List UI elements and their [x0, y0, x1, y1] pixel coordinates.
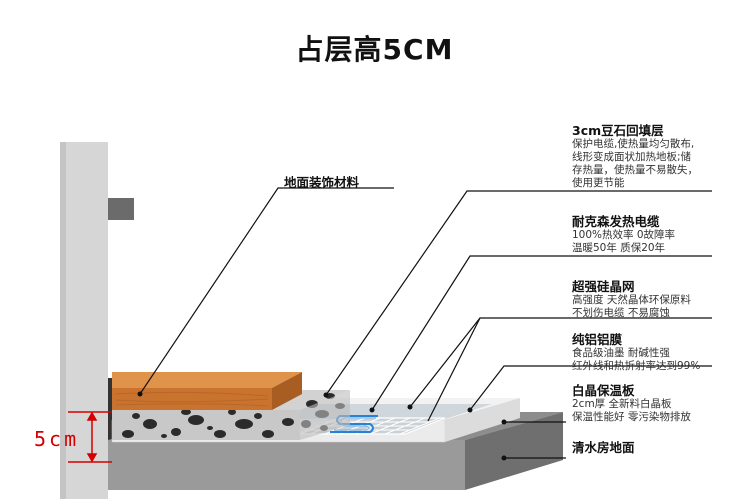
insulation-board-side: [445, 398, 520, 442]
floor-finish-label: 地面装饰材料: [284, 175, 360, 190]
layer-heading: 超强硅晶网: [572, 279, 635, 294]
layer-heading: 纯铝铝膜: [572, 332, 623, 347]
layer-desc-line: 高强度 天然晶体环保原料: [572, 294, 691, 306]
leader-lines: [139, 187, 712, 459]
layer-desc-line: 100%热效率 0故障率: [572, 229, 676, 241]
wood-floor-front: [112, 388, 272, 410]
pebble-side: [300, 390, 350, 440]
layer-desc-line: 食品级油墨 耐碱性强: [572, 347, 670, 359]
concrete-slab-side: [465, 412, 563, 490]
wood-grain: [115, 391, 269, 407]
layer-desc-line: 保温性能好 零污染物排放: [572, 411, 691, 423]
dimension-label: 5cm: [34, 427, 80, 451]
layer-heading: 耐克森发热电缆: [572, 214, 660, 229]
wood-floor-side: [272, 372, 302, 410]
dimension-marker: [68, 411, 112, 463]
layer-silicon-mesh: 超强硅晶网 高强度 天然晶体环保原料 不划伤电缆 不易腐蚀: [572, 279, 691, 320]
wall: [60, 142, 108, 499]
pebble-layer-front: [112, 410, 300, 440]
layer-concrete-floor: 清水房地面: [572, 440, 635, 455]
wall-bracket: [108, 198, 134, 220]
page-title: 占层高5CM: [295, 33, 454, 66]
layer-heading: 清水房地面: [572, 440, 635, 455]
layer-desc-line: 不划伤电缆 不易腐蚀: [572, 307, 670, 319]
layer-heating-cable: 耐克森发热电缆 100%热效率 0故障率 温暖50年 质保20年: [572, 214, 675, 255]
layer-desc-line: 存热量，使热量不易散失，: [572, 164, 698, 176]
leader-dots: [137, 391, 507, 461]
layer-desc-line: 2cm厚 全新料白晶板: [572, 398, 672, 410]
layer-insulation-board: 白晶保温板 2cm厚 全新料白晶板 保温性能好 零污染物排放: [572, 383, 691, 424]
layer-desc-line: 红外线和热折射率达到99%: [572, 360, 701, 372]
layer-desc-line: 使用更节能: [572, 177, 625, 189]
wall-shade: [60, 142, 66, 499]
wood-floor-top: [112, 372, 302, 388]
layer-desc-line: 温暖50年 质保20年: [572, 242, 666, 254]
layer-pebble-fill: 3cm豆石回填层 保护电缆,使热量均匀散布, 线形变成面状加热地板;储 存热量，…: [572, 123, 698, 190]
layer-aluminum-foil: 纯铝铝膜 食品级油墨 耐碱性强 红外线和热折射率达到99%: [572, 332, 700, 373]
layer-heading: 白晶保温板: [572, 383, 635, 398]
layer-desc-line: 线形变成面状加热地板;储: [572, 151, 692, 163]
layer-desc-line: 保护电缆,使热量均匀散布,: [572, 138, 695, 150]
concrete-slab-front: [108, 440, 465, 490]
layer-heading: 3cm豆石回填层: [572, 123, 664, 138]
